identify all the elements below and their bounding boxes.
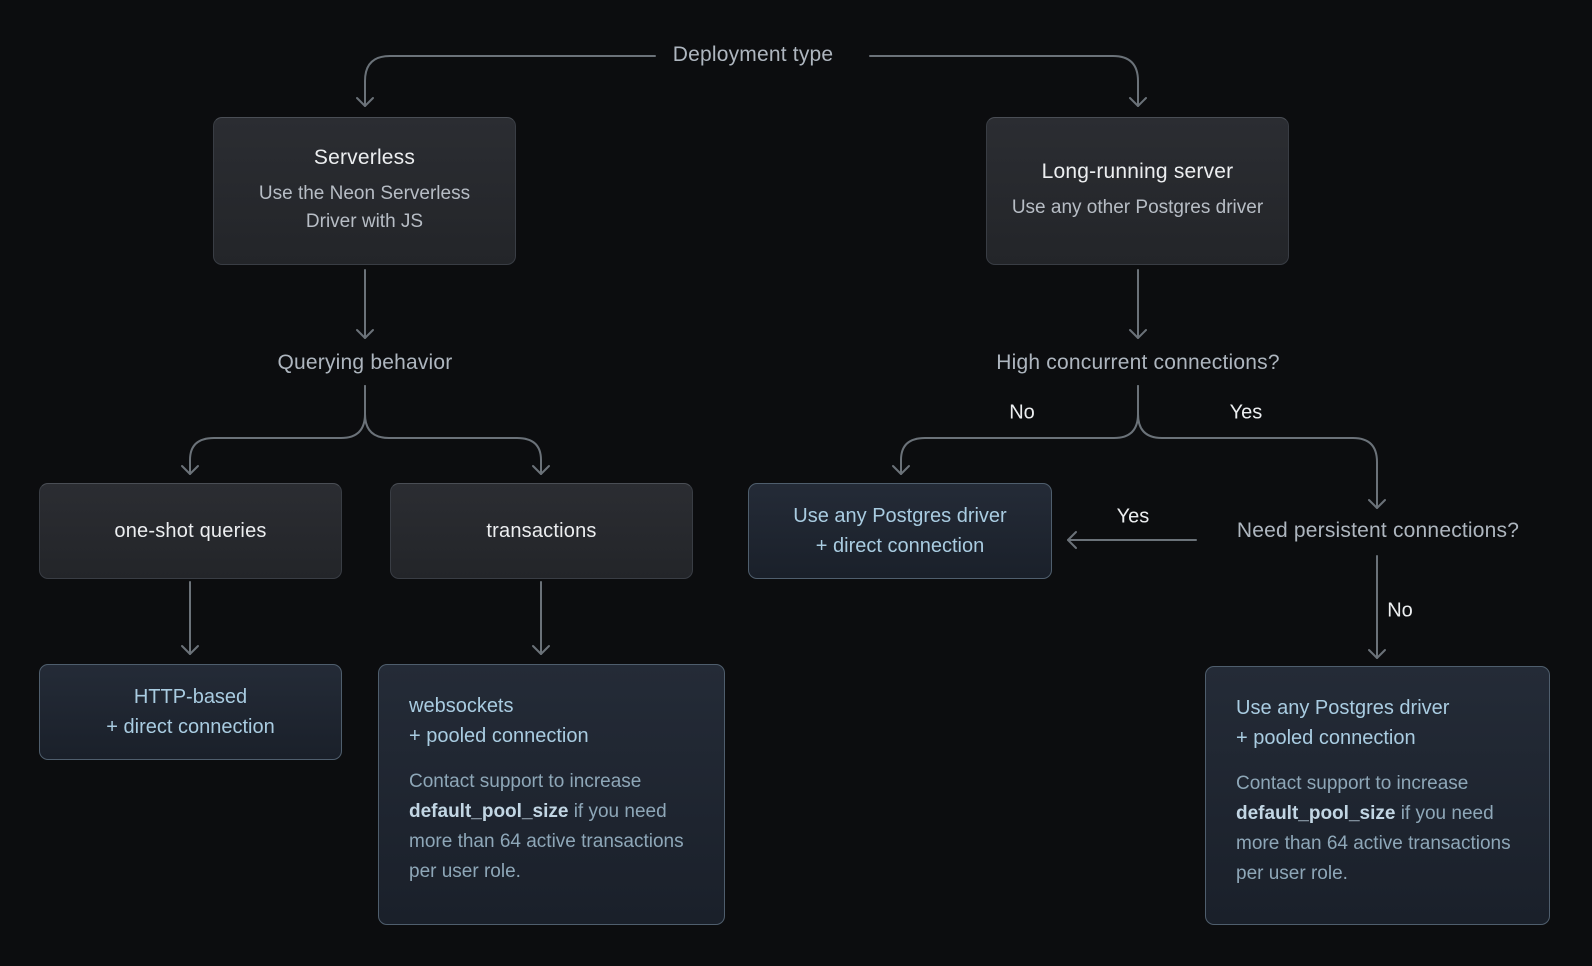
pool-size-code: default_pool_size	[1236, 803, 1396, 824]
edge-querying-to-transactions	[364, 385, 550, 475]
node-serverless: Serverless Use the Neon Serverless Drive…	[213, 117, 516, 265]
result-http-direct-line1: HTTP-based	[133, 686, 248, 708]
edge-querying-to-oneshot	[181, 385, 366, 475]
result-any-pooled-note: Contact support to increase default_pool…	[1236, 773, 1511, 884]
edge-label-yes-concurrent: Yes	[1229, 401, 1263, 424]
node-serverless-subtitle: Use the Neon Serverless Driver with JS	[258, 183, 471, 232]
result-any-direct-line2: + direct connection	[815, 535, 985, 557]
result-websockets-line2: + pooled connection	[409, 725, 589, 747]
result-websockets-note: Contact support to increase default_pool…	[409, 771, 684, 882]
edge-concurrent-no	[892, 385, 1139, 475]
edge-label-no-concurrent: No	[1009, 401, 1035, 424]
high-concurrent-label: High concurrent connections?	[996, 351, 1280, 374]
pool-size-code: default_pool_size	[409, 801, 569, 822]
node-serverless-title: Serverless	[313, 146, 416, 169]
node-transactions-title: transactions	[486, 519, 597, 542]
node-long-running-server: Long-running server Use any other Postgr…	[986, 117, 1289, 265]
node-transactions: transactions	[390, 483, 693, 579]
result-http-direct: HTTP-based + direct connection	[39, 664, 342, 760]
result-any-pooled-line2: + pooled connection	[1236, 727, 1416, 749]
edge-root-to-longrunning	[869, 55, 1147, 107]
node-long-running-title: Long-running server	[1041, 160, 1234, 183]
edge-label-yes-persistent: Yes	[1116, 505, 1150, 528]
result-any-pooled-line1: Use any Postgres driver	[1236, 697, 1450, 719]
result-websockets-line1: websockets	[409, 695, 514, 717]
querying-behavior-label: Querying behavior	[277, 351, 453, 374]
edge-root-to-serverless	[356, 55, 656, 107]
deployment-type-label: Deployment type	[672, 43, 834, 66]
result-any-driver-direct: Use any Postgres driver + direct connect…	[748, 483, 1052, 579]
node-one-shot-queries: one-shot queries	[39, 483, 342, 579]
result-any-driver-pooled: Use any Postgres driver + pooled connect…	[1205, 666, 1550, 925]
need-persistent-label: Need persistent connections?	[1236, 519, 1520, 542]
result-websockets-pooled: websockets + pooled connection Contact s…	[378, 664, 725, 925]
edge-label-no-persistent: No	[1387, 599, 1413, 622]
result-any-direct-line1: Use any Postgres driver	[793, 505, 1007, 527]
result-http-direct-line2: + direct connection	[106, 716, 275, 738]
node-long-running-subtitle: Use any other Postgres driver	[1011, 197, 1264, 218]
node-one-shot-title: one-shot queries	[114, 519, 267, 542]
